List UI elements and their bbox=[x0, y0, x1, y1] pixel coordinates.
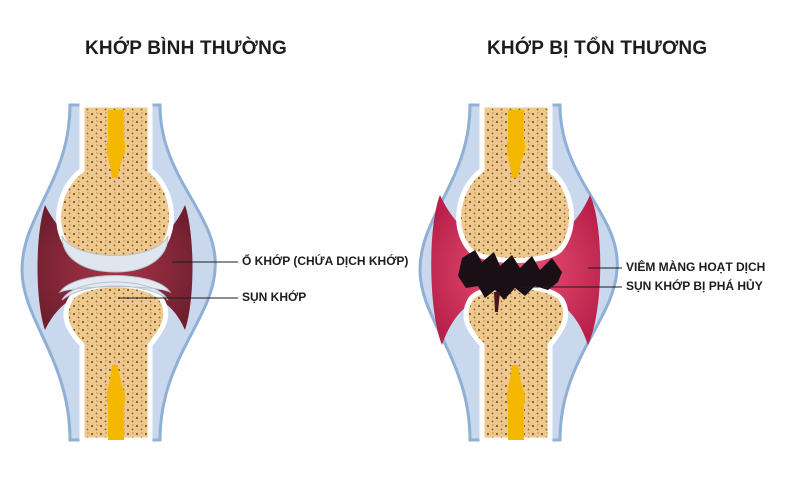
erosion-streak bbox=[494, 292, 500, 312]
cartilage-label: SỤN KHỚP bbox=[242, 290, 307, 304]
lower-marrow bbox=[506, 365, 526, 440]
joint-cavity-label: Ổ KHỚP (CHỨA DỊCH KHỚP) bbox=[242, 254, 409, 268]
destroyed-cartilage bbox=[458, 250, 562, 300]
normal-joint bbox=[20, 102, 238, 443]
damaged-joint-title: KHỚP BỊ TỔN THƯƠNG bbox=[487, 38, 708, 59]
upper-cartilage bbox=[61, 235, 169, 273]
upper-marrow bbox=[106, 110, 126, 178]
upper-marrow bbox=[506, 110, 526, 178]
lower-cartilage bbox=[58, 275, 172, 301]
normal-joint-title: KHỚP BÌNH THƯỜNG bbox=[85, 38, 287, 59]
synovitis-label: VIÊM MÀNG HOẠT DỊCH bbox=[626, 260, 766, 274]
destroyed-cartilage-label: SỤN KHỚP BỊ PHÁ HỦY bbox=[626, 279, 763, 293]
lower-marrow bbox=[106, 365, 126, 440]
damaged-joint bbox=[418, 102, 622, 443]
